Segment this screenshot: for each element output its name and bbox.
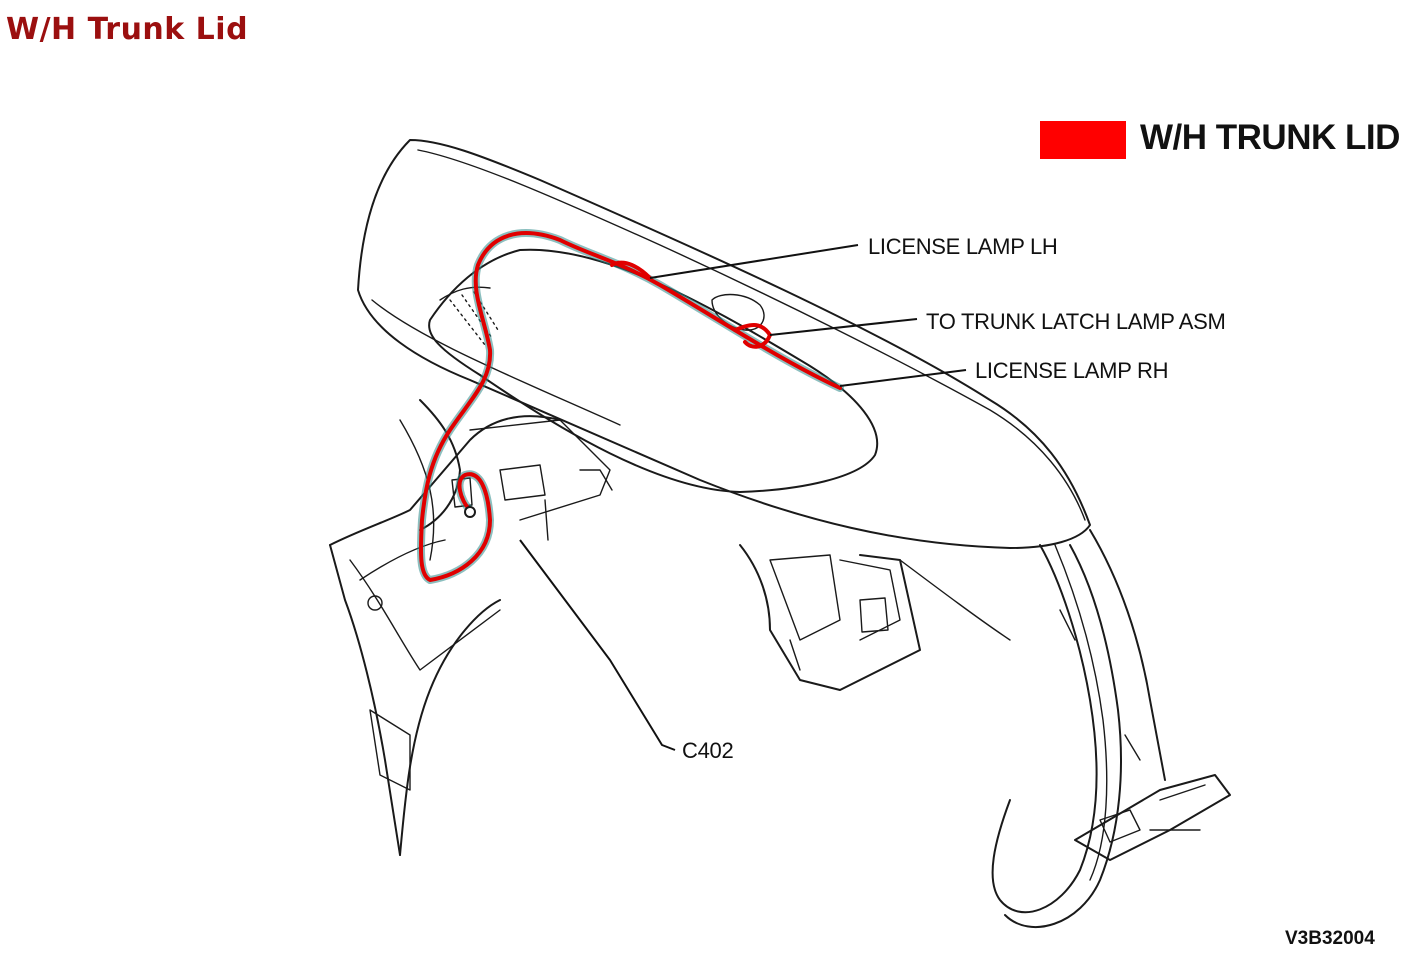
callout-license-lamp-lh: LICENSE LAMP LH bbox=[868, 234, 1058, 259]
left-hinge-structure bbox=[329, 399, 613, 856]
callout-license-lamp-rh: LICENSE LAMP RH bbox=[975, 358, 1169, 383]
figure-id: V3B32004 bbox=[1285, 928, 1375, 949]
harness-branch-lh bbox=[610, 260, 652, 280]
callout-connector-c402: C402 bbox=[682, 738, 734, 763]
right-hinge-arm bbox=[899, 529, 1166, 929]
legend-swatch bbox=[1040, 121, 1126, 159]
trunk-lid-harness bbox=[416, 229, 844, 584]
page-title: W/H Trunk Lid bbox=[6, 12, 249, 47]
leader-lines bbox=[519, 244, 967, 751]
leader-license-lamp-lh bbox=[649, 244, 859, 279]
leader-c402 bbox=[519, 539, 676, 751]
connector-c402-icon bbox=[464, 506, 476, 518]
lower-bracket bbox=[1074, 774, 1231, 861]
trunk-lid-panel bbox=[357, 139, 1091, 549]
center-latch-structure bbox=[739, 544, 921, 691]
harness-wire bbox=[418, 231, 842, 582]
legend-label: W/H TRUNK LID bbox=[1140, 118, 1400, 157]
callout-trunk-latch-lamp: TO TRUNK LATCH LAMP ASM bbox=[926, 309, 1226, 334]
leader-trunk-latch bbox=[769, 318, 918, 336]
leader-license-lamp-rh bbox=[839, 369, 967, 387]
